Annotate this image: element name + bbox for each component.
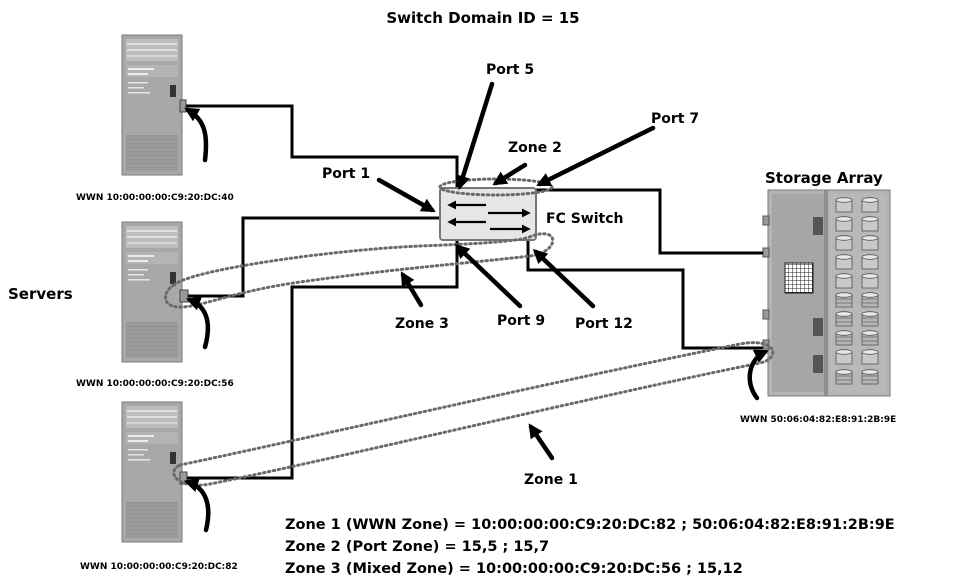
server-3[interactable] — [121, 401, 188, 543]
storage-port[interactable] — [762, 247, 770, 258]
zone-2-definition: Zone 2 (Port Zone) = 15,5 ; 15,7 — [285, 539, 549, 555]
arrow-port-7 — [536, 125, 656, 187]
fc-switch-label: FC Switch — [546, 211, 624, 227]
storage-port[interactable] — [762, 309, 770, 320]
arrow-wwn-3 — [183, 478, 211, 533]
port-9-label: Port 9 — [497, 313, 545, 329]
fc-switch[interactable] — [439, 187, 537, 241]
arrow-zone-1 — [528, 423, 555, 461]
cable-server3-port9 — [187, 240, 459, 480]
wwn-server-3: WWN 10:00:00:00:C9:20:DC:82 — [80, 562, 238, 572]
wwn-storage: WWN 50:06:04:82:E8:91:2B:9E — [740, 415, 896, 425]
storage-array-icon — [767, 189, 891, 397]
zone-3-definition: Zone 3 (Mixed Zone) = 10:00:00:00:C9:20:… — [285, 561, 743, 577]
cable-server2-port1 — [188, 216, 440, 298]
server-1[interactable] — [121, 34, 187, 176]
server-2[interactable] — [121, 221, 189, 363]
hba-port[interactable] — [179, 289, 189, 303]
arrow-port-5 — [456, 81, 495, 191]
arrow-zone-2 — [492, 162, 528, 186]
switch-domain-title: Switch Domain ID = 15 — [386, 9, 579, 27]
cable-port12-storage — [526, 240, 763, 350]
cable-port7-storage — [528, 188, 763, 255]
storage-port[interactable] — [762, 215, 770, 226]
arrow-zone-3 — [400, 271, 424, 308]
arrow-port-1 — [376, 177, 436, 213]
servers-label: Servers — [8, 285, 73, 303]
storage-array[interactable] — [762, 189, 891, 397]
zone-1-definition: Zone 1 (WWN Zone) = 10:00:00:00:C9:20:DC… — [285, 517, 895, 533]
port-7-label: Port 7 — [651, 111, 699, 127]
cable-server1-port5 — [186, 104, 459, 190]
arrow-wwn-storage — [747, 349, 769, 401]
tower-server-icon — [121, 34, 183, 176]
zone-2-label: Zone 2 — [508, 140, 562, 156]
tower-server-icon — [121, 401, 183, 543]
zone-1-outline — [172, 341, 775, 487]
arrow-wwn-1 — [184, 107, 209, 163]
wwn-server-1: WWN 10:00:00:00:C9:20:DC:40 — [76, 193, 234, 203]
port-1-label: Port 1 — [322, 166, 370, 182]
arrow-port-12 — [532, 249, 596, 309]
pointer-arrows — [183, 81, 769, 533]
port-12-label: Port 12 — [575, 316, 633, 332]
tower-server-icon — [121, 221, 183, 363]
fc-cables — [186, 104, 763, 480]
zone-definitions: Zone 1 (WWN Zone) = 10:00:00:00:C9:20:DC… — [285, 517, 895, 577]
arrow-wwn-2 — [185, 296, 211, 350]
wwn-server-2: WWN 10:00:00:00:C9:20:DC:56 — [76, 379, 234, 389]
arrow-port-9 — [454, 244, 523, 309]
storage-array-label: Storage Array — [765, 169, 883, 187]
hba-port[interactable] — [179, 99, 187, 113]
zone-1-label: Zone 1 — [524, 472, 578, 488]
zone-3-label: Zone 3 — [395, 316, 449, 332]
port-5-label: Port 5 — [486, 62, 534, 78]
